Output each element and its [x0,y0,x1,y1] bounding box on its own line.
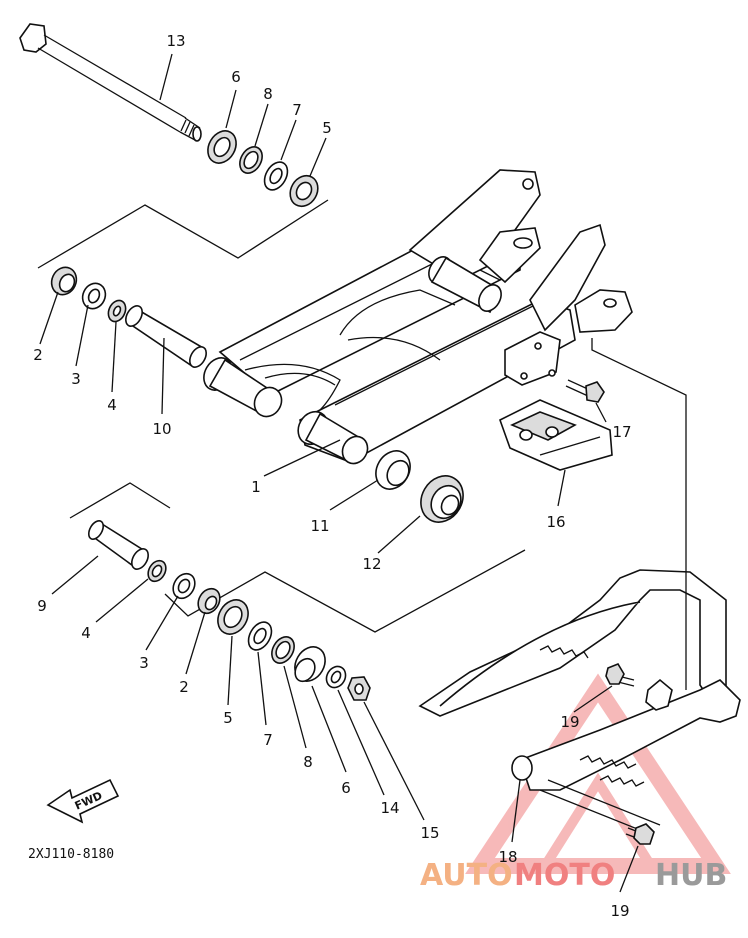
bolt-17 [565,379,605,403]
callout-2: 2 [33,346,43,364]
callout-19: 19 [560,713,579,731]
callout-17: 17 [612,423,631,441]
callout-3b: 3 [139,654,149,672]
watermark-logo: AUTO MOTO HUB [420,858,727,893]
callout-8: 8 [263,85,273,103]
forward-arrow-icon: FWD [46,778,120,824]
callout-8b: 8 [303,753,313,771]
bolts-19 [605,663,673,845]
lower-collar-stack [87,520,221,615]
callout-12: 12 [362,555,381,573]
callout-1: 1 [251,478,261,496]
callout-19b: 19 [610,902,629,920]
bearings-11-12 [375,450,464,523]
callout-6: 6 [231,68,241,86]
callout-15: 15 [420,824,439,842]
callout-7b: 7 [263,731,273,749]
watermark-moto: MOTO [514,858,615,893]
callout-14: 14 [380,799,399,817]
lower-seal-stack [217,599,371,701]
callout-16: 16 [546,513,565,531]
callout-18: 18 [498,848,517,866]
watermark-hub: HUB [655,858,727,893]
watermark-auto: AUTO [420,858,513,893]
callout-11: 11 [310,517,329,535]
callout-10: 10 [152,420,171,438]
callouts: 13 6 8 7 5 2 3 4 10 1 17 16 11 12 9 4 3 … [33,32,631,920]
callout-3: 3 [71,370,81,388]
upper-seal-stack [207,130,319,208]
callout-9: 9 [37,597,47,615]
callout-4b: 4 [81,624,91,642]
foot-guard [418,338,741,831]
leader-lines [39,53,639,893]
pivot-shaft [19,23,202,142]
alignment-bracket-upper [37,199,329,269]
chain-guide [499,399,613,471]
callout-13: 13 [166,32,185,50]
drawing-code: 2XJ110-8180 [28,847,114,862]
callout-7: 7 [292,101,302,119]
callout-2b: 2 [179,678,189,696]
callout-5b: 5 [223,709,233,727]
left-bushings [50,266,207,368]
callout-5: 5 [322,119,332,137]
swingarm [203,169,633,465]
alignment-bracket-lower [69,482,526,633]
callout-6b: 6 [341,779,351,797]
callout-4: 4 [107,396,117,414]
